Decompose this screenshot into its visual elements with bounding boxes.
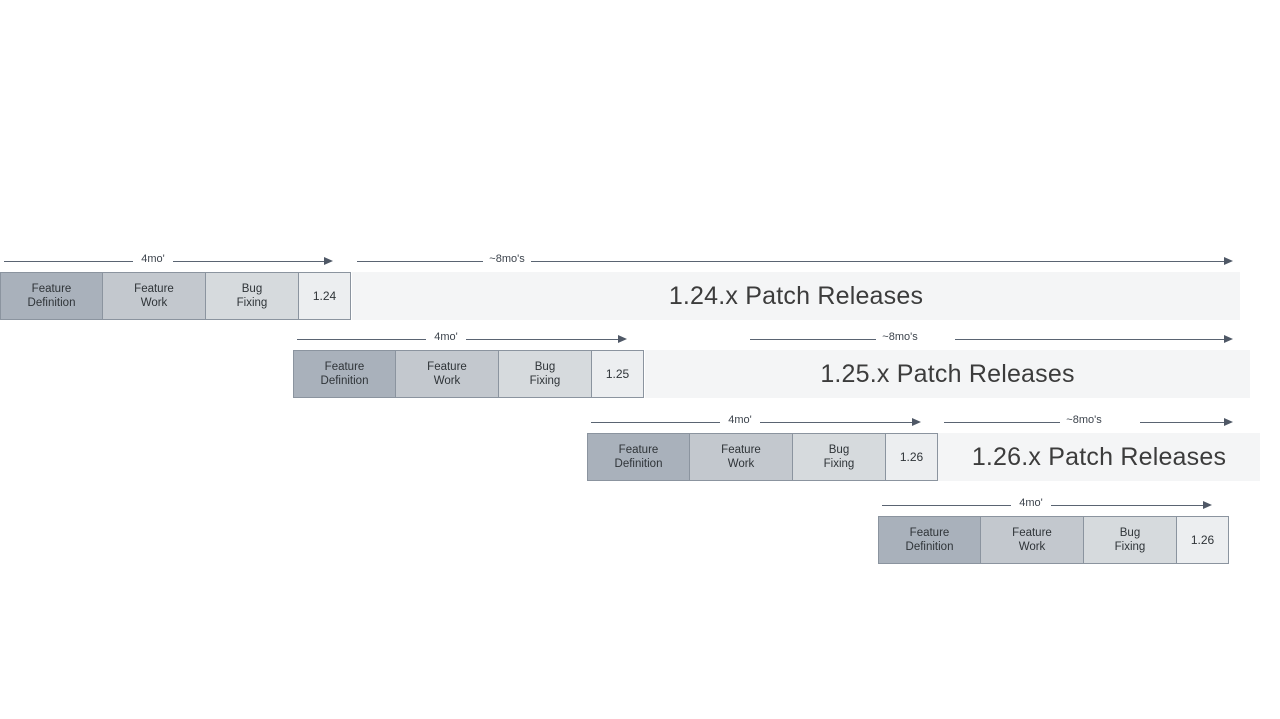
- dev-duration-label: 4mo': [434, 331, 458, 343]
- phase-feature-work: Feature Work: [395, 350, 499, 398]
- dev-arrow-line-left: [4, 261, 133, 262]
- dev-arrow-head: [912, 418, 921, 426]
- dev-arrow-head: [1203, 501, 1212, 509]
- phase-feature-work: Feature Work: [980, 516, 1084, 564]
- phase-bug-fixing: Bug Fixing: [205, 272, 299, 320]
- version-label: 1.26: [899, 450, 924, 464]
- dev-arrow-line-right: [760, 422, 912, 423]
- phase-label-line2: Work: [140, 297, 168, 309]
- patch-duration-label: ~8mo's: [1066, 414, 1102, 426]
- phase-label-line2: Work: [727, 458, 755, 470]
- phase-label-line2: Fixing: [823, 458, 855, 470]
- phase-label-line2: Fixing: [236, 297, 268, 309]
- phase-feature-definition: Feature Definition: [293, 350, 396, 398]
- release-row-1-25: 4mo' ~8mo's 1.25.x Patch Releases Featur…: [0, 331, 1280, 398]
- dev-duration-label: 4mo': [728, 414, 752, 426]
- phase-label-line2: Definition: [614, 458, 663, 470]
- phase-label-line2: Work: [433, 375, 461, 387]
- dev-arrow-line-left: [591, 422, 720, 423]
- patch-release-label: 1.25.x Patch Releases: [820, 359, 1075, 388]
- phase-feature-work: Feature Work: [102, 272, 206, 320]
- patch-arrow-line-right: [1140, 422, 1224, 423]
- dev-arrow-line-right: [173, 261, 324, 262]
- phase-label-line2: Fixing: [529, 375, 561, 387]
- phase-feature-work: Feature Work: [689, 433, 793, 481]
- arrow-band-1-26-next: 4mo': [0, 494, 1280, 516]
- phase-label-line1: Feature: [1012, 527, 1052, 539]
- phase-group-1-25: Feature Definition Feature Work Bug Fixi…: [293, 350, 645, 398]
- phase-label-line2: Definition: [27, 297, 76, 309]
- patch-release-label: 1.24.x Patch Releases: [668, 281, 924, 310]
- patch-duration-label: ~8mo's: [882, 331, 918, 343]
- patch-arrow-head: [1224, 418, 1233, 426]
- phase-feature-definition: Feature Definition: [878, 516, 981, 564]
- patch-arrow-head: [1224, 257, 1233, 265]
- phase-version-release: 1.24: [298, 272, 351, 320]
- patch-arrow-line-right: [955, 339, 1224, 340]
- dev-arrow-head: [324, 257, 333, 265]
- phase-label-line1: Feature: [721, 444, 761, 456]
- phase-group-1-24: Feature Definition Feature Work Bug Fixi…: [0, 272, 352, 320]
- phase-label-line1: Feature: [618, 444, 659, 456]
- arrow-band-1-25: 4mo' ~8mo's: [0, 328, 1280, 350]
- phase-feature-definition: Feature Definition: [0, 272, 103, 320]
- patch-arrow-line-left: [750, 339, 876, 340]
- dev-arrow-line-right: [1051, 505, 1203, 506]
- patch-duration-label: ~8mo's: [489, 253, 525, 265]
- patch-arrow-line-right: [531, 261, 1224, 262]
- dev-arrow-head: [618, 335, 627, 343]
- dev-arrow-line-left: [882, 505, 1011, 506]
- phase-label-line1: Feature: [427, 361, 467, 373]
- phase-bug-fixing: Bug Fixing: [1083, 516, 1177, 564]
- patch-arrow-head: [1224, 335, 1233, 343]
- phase-bug-fixing: Bug Fixing: [792, 433, 886, 481]
- arrow-band-1-26: 4mo' ~8mo's: [0, 411, 1280, 433]
- phase-label-line2: Fixing: [1114, 541, 1146, 553]
- patch-release-label: 1.26.x Patch Releases: [971, 442, 1227, 471]
- arrow-band-1-24: 4mo' ~8mo's: [0, 250, 1280, 272]
- phase-label-line1: Feature: [134, 283, 174, 295]
- dev-duration-label: 4mo': [1019, 497, 1043, 509]
- version-label: 1.24: [312, 289, 337, 303]
- phase-group-1-26-next: Feature Definition Feature Work Bug Fixi…: [878, 516, 1230, 564]
- patch-arrow-line-left: [357, 261, 483, 262]
- release-row-1-26: 4mo' ~8mo's 1.26.x Patch Releases Featur…: [0, 414, 1280, 481]
- phase-label-line2: Work: [1018, 541, 1046, 553]
- patch-release-bar-1-24: 1.24.x Patch Releases: [352, 272, 1240, 320]
- phase-label-line1: Feature: [909, 527, 950, 539]
- dev-arrow-line-left: [297, 339, 426, 340]
- phase-label-line1: Feature: [324, 361, 365, 373]
- patch-release-bar-1-26: 1.26.x Patch Releases: [938, 433, 1260, 481]
- phase-label-line1: Bug: [534, 361, 556, 373]
- phase-label-line2: Definition: [905, 541, 954, 553]
- phase-bug-fixing: Bug Fixing: [498, 350, 592, 398]
- phase-version-release: 1.26: [885, 433, 938, 481]
- version-label: 1.26: [1190, 533, 1215, 547]
- version-label: 1.25: [605, 367, 630, 381]
- phase-label-line1: Bug: [1119, 527, 1141, 539]
- phase-feature-definition: Feature Definition: [587, 433, 690, 481]
- phase-label-line1: Bug: [241, 283, 263, 295]
- dev-duration-label: 4mo': [141, 253, 165, 265]
- phase-label-line1: Bug: [828, 444, 850, 456]
- patch-arrow-line-left: [944, 422, 1060, 423]
- patch-release-bar-1-25: 1.25.x Patch Releases: [645, 350, 1250, 398]
- release-row-1-26-next: 4mo' Feature Definition Feature Work Bug…: [0, 497, 1280, 564]
- dev-arrow-line-right: [466, 339, 618, 340]
- phase-version-release: 1.25: [591, 350, 644, 398]
- phase-version-release: 1.26: [1176, 516, 1229, 564]
- release-row-1-24: 4mo' ~8mo's 1.24.x Patch Releases Featur…: [0, 253, 1280, 320]
- phase-label-line2: Definition: [320, 375, 369, 387]
- phase-label-line1: Feature: [31, 283, 72, 295]
- phase-group-1-26: Feature Definition Feature Work Bug Fixi…: [587, 433, 939, 481]
